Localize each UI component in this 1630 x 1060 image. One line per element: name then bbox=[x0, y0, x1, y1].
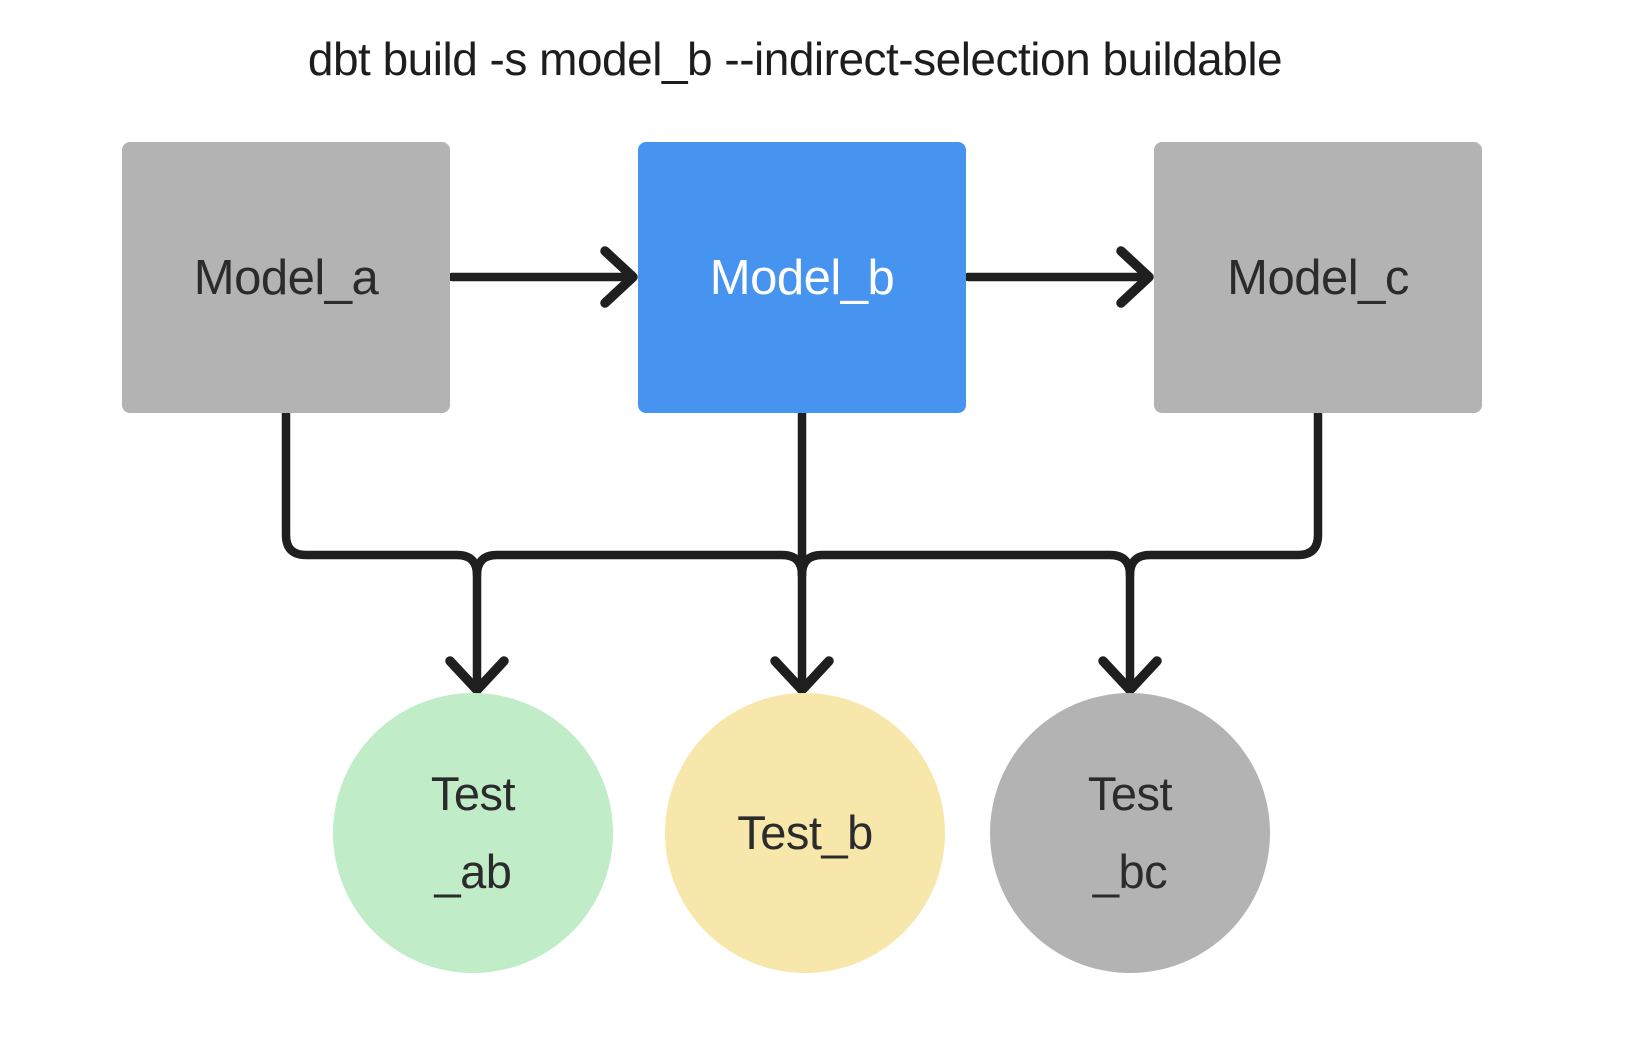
edge-bus-test-ab-to-model-b bbox=[472, 550, 807, 580]
model-b-label: Model_b bbox=[709, 250, 895, 305]
test-bc-label-line2: _bc bbox=[1092, 845, 1168, 898]
test-ab-label-line1: Test bbox=[430, 767, 516, 821]
edge-model-a-to-test-ab bbox=[281, 408, 482, 691]
arrowhead-test-ab-icon bbox=[445, 656, 509, 695]
arrowhead-model-b-icon bbox=[600, 246, 638, 308]
test-b-node: Test_b bbox=[665, 693, 945, 973]
diagram-title: dbt build -s model_b --indirect-selectio… bbox=[307, 33, 1283, 85]
arrowhead-model-c-icon bbox=[1116, 246, 1154, 308]
arrowhead-test-bc-icon bbox=[1098, 656, 1162, 695]
test-b-label-line1: Test_b bbox=[737, 806, 873, 860]
edge-bus-model-b-to-test-bc bbox=[797, 550, 1135, 580]
model-a-label: Model_a bbox=[193, 250, 379, 305]
test-ab-node: Test _ab bbox=[333, 693, 613, 973]
test-ab-label-line2: _ab bbox=[434, 845, 512, 898]
model-c-node: Model_c bbox=[1154, 142, 1482, 413]
test-bc-label-line1: Test bbox=[1087, 767, 1173, 821]
test-bc-node: Test _bc bbox=[990, 693, 1270, 973]
edge-model-c-to-test-bc bbox=[1125, 408, 1323, 691]
model-c-label: Model_c bbox=[1227, 250, 1409, 305]
model-a-node: Model_a bbox=[122, 142, 450, 413]
model-b-node: Model_b bbox=[638, 142, 966, 413]
arrowhead-test-b-icon bbox=[770, 656, 834, 695]
